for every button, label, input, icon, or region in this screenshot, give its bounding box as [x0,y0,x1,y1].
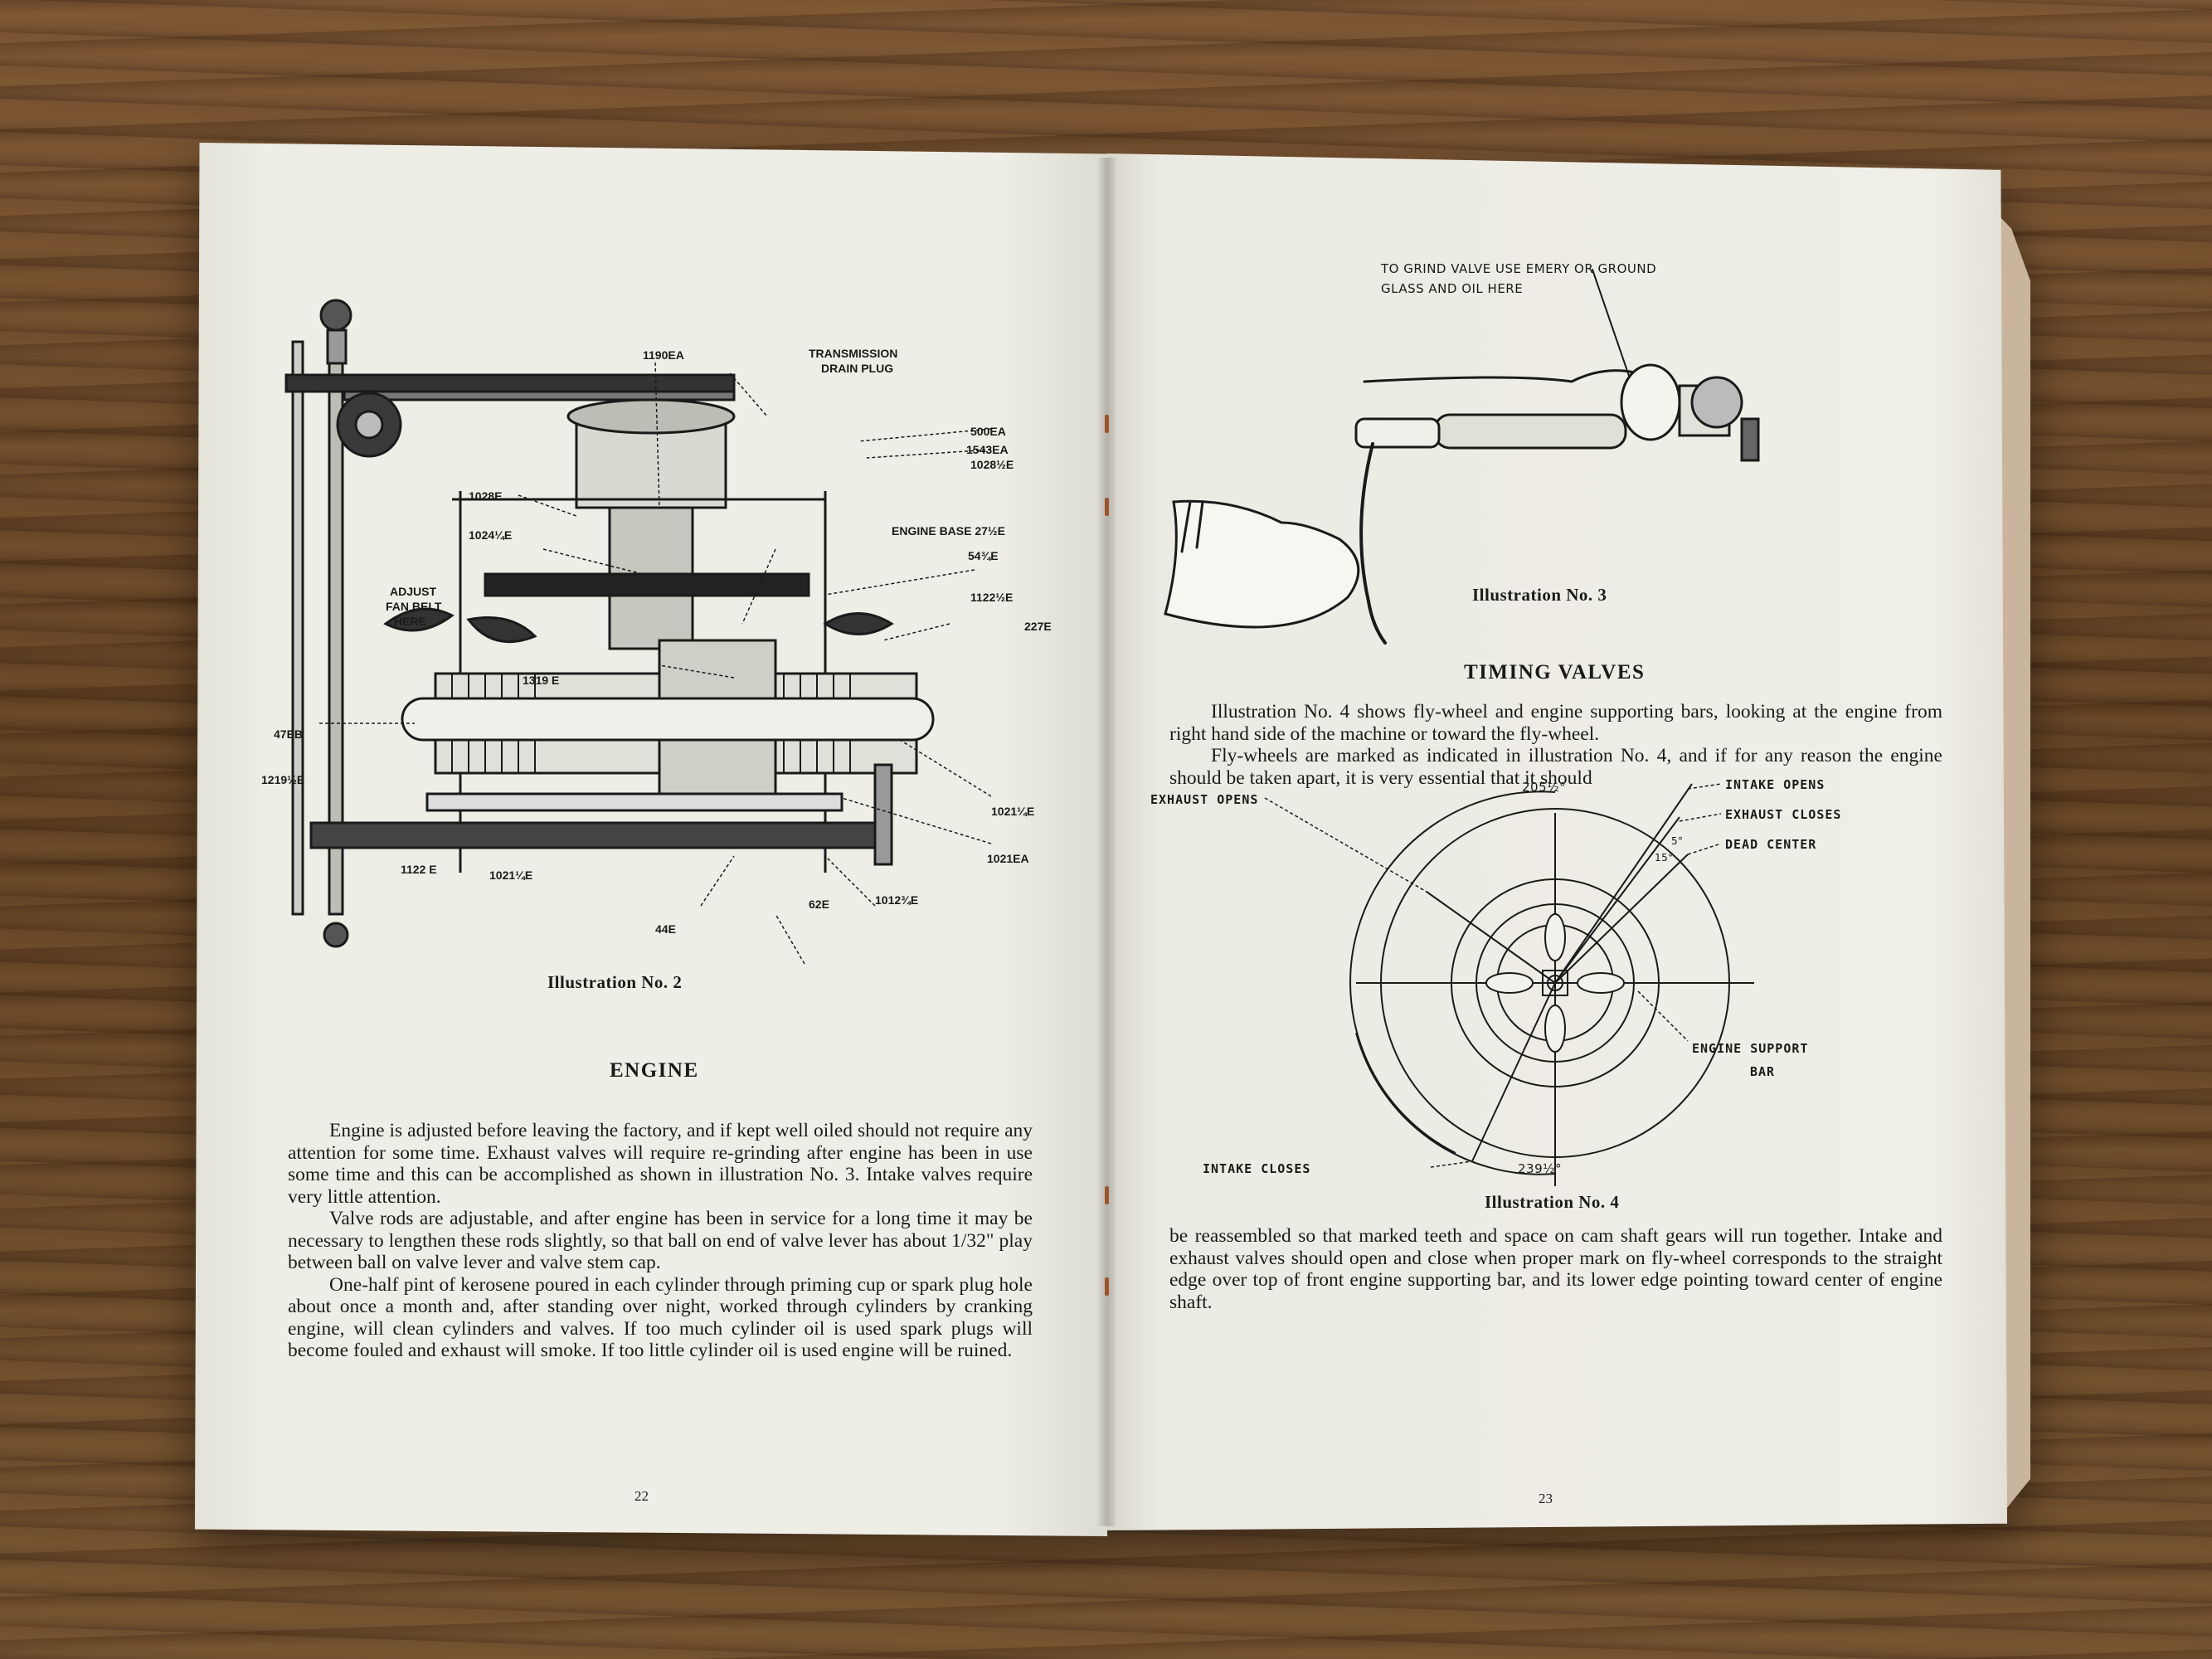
engine-paragraph-3: One-half pint of kerosene poured in each… [288,1273,1033,1362]
part-label-1122-half-e: 1122½E [970,591,1014,604]
part-label-1028e: 1028E [469,489,503,503]
part-label-1021ea: 1021EA [987,852,1029,865]
label-engine-support-1: ENGINE SUPPORT [1692,1041,1809,1056]
valve-grinding-illustration [1164,269,1760,645]
part-label-1219-half-e: 1219½E [261,773,305,786]
engine-paragraph-2: Valve rods are adjustable, and after eng… [288,1208,1033,1273]
label-dead-center: DEAD CENTER [1725,837,1817,852]
grind-note-line-2: GLASS AND OIL HERE [1381,281,1524,296]
timing-paragraph-1: Illustration No. 4 shows fly-wheel and e… [1169,701,1942,745]
small-angle-1: 5° [1671,835,1684,847]
engine-body-text: Engine is adjusted before leaving the fa… [288,1120,1033,1362]
timing-valves-heading: TIMING VALVES [1464,661,1646,684]
page-right: TO GRIND VALVE USE EMERY OR GROUND GLASS… [1107,153,2007,1530]
label-exhaust-opens: EXHAUST OPENS [1150,792,1259,807]
timing-diagram [1264,783,1754,1186]
label-intake-opens: INTAKE OPENS [1725,777,1826,792]
part-label-500ea: 500EA [970,425,1006,438]
part-label-1028-half-e: 1028½E [970,458,1014,471]
part-label-engine-base: ENGINE BASE 27½E [892,524,1005,538]
timing-paragraph-3: be reassembled so that marked teeth and … [1169,1225,1942,1313]
part-label-1021-quarter-e-right: 1021¼E [991,805,1035,818]
open-booklet: 1190EA TRANSMISSION DRAIN PLUG 500EA 154… [166,133,2040,1559]
part-label-62e: 62E [809,898,829,911]
binding-stitch [1105,498,1109,516]
page-left: 1190EA TRANSMISSION DRAIN PLUG 500EA 154… [195,143,1107,1536]
part-label-transmission-1: TRANSMISSION [809,347,898,360]
small-angle-2: 15° [1655,852,1674,864]
engine-heading: ENGINE [610,1059,699,1082]
timing-paragraph-2: Fly-wheels are marked as indicated in il… [1169,745,1942,789]
part-label-1319e: 1319 E [523,674,560,687]
engine-paragraph-1: Engine is adjusted before leaving the fa… [288,1120,1033,1208]
part-label-54-3-4-e: 54¾E [968,549,999,562]
part-label-1543ea: 1543EA [966,443,1009,456]
angle-label-top: 205½° [1522,780,1567,795]
angle-label-bottom: 239½° [1518,1161,1563,1176]
part-label-47eb: 47EB [274,727,304,741]
page-number-right: 23 [1539,1491,1553,1506]
part-label-1012-3-4-e: 1012¾E [875,893,919,907]
label-exhaust-closes: EXHAUST CLOSES [1725,807,1842,822]
part-label-44e: 44E [655,922,676,936]
part-label-1190ea: 1190EA [643,348,684,362]
timing-body-text-bottom: be reassembled so that marked teeth and … [1169,1225,1942,1313]
engine-illustration [284,299,992,965]
part-label-227e: 227E [1024,620,1052,633]
illustration-3-caption: Illustration No. 3 [1472,585,1607,605]
part-label-1024-quarter-e: 1024¼E [469,528,513,542]
binding-stitch [1105,1186,1109,1204]
part-label-adjust-2: FAN BELT [386,600,442,613]
part-label-1122e: 1122 E [401,863,437,876]
book-spine [1097,158,1116,1526]
label-intake-closes: INTAKE CLOSES [1203,1161,1311,1176]
part-label-adjust-1: ADJUST [390,585,437,598]
illustration-4-caption: Illustration No. 4 [1485,1192,1620,1212]
binding-stitch [1105,415,1109,433]
illustration-2-caption: Illustration No. 2 [547,972,683,992]
part-label-adjust-3: HERE [394,615,426,628]
grind-note-line-1: TO GRIND VALVE USE EMERY OR GROUND [1381,261,1657,276]
part-label-transmission-2: DRAIN PLUG [821,362,894,375]
label-engine-support-2: BAR [1750,1064,1776,1079]
page-number-left: 22 [634,1488,649,1504]
timing-body-text-top: Illustration No. 4 shows fly-wheel and e… [1169,701,1942,789]
binding-stitch [1105,1277,1109,1296]
part-label-1021-quarter-e-bottom: 1021¼E [489,868,533,882]
